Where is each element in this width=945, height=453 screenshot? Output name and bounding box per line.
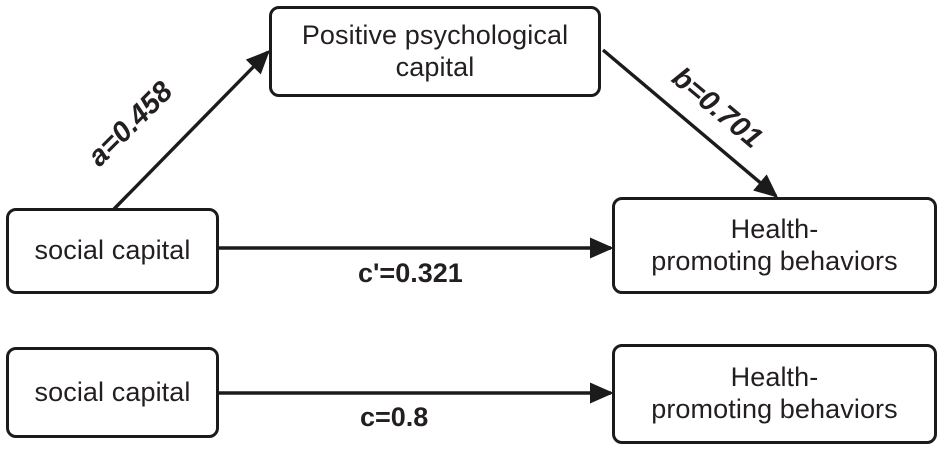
path-b-line: [601, 48, 779, 198]
node-health-promoting-behaviors-top[interactable]: Health-promoting behaviors: [612, 197, 937, 294]
node-social-capital-bottom[interactable]: social capital: [6, 347, 219, 438]
node-positive-psychological-capital[interactable]: Positive psychological capital: [269, 6, 601, 97]
path-c-prime-label: c'=0.321: [358, 258, 463, 288]
node-social-capital-top[interactable]: social capital: [6, 208, 219, 294]
node-health-promoting-behaviors-bottom[interactable]: Health-promoting behaviors: [612, 344, 937, 444]
path-c-label: c=0.8: [360, 402, 429, 432]
path-a-line: [112, 50, 270, 211]
